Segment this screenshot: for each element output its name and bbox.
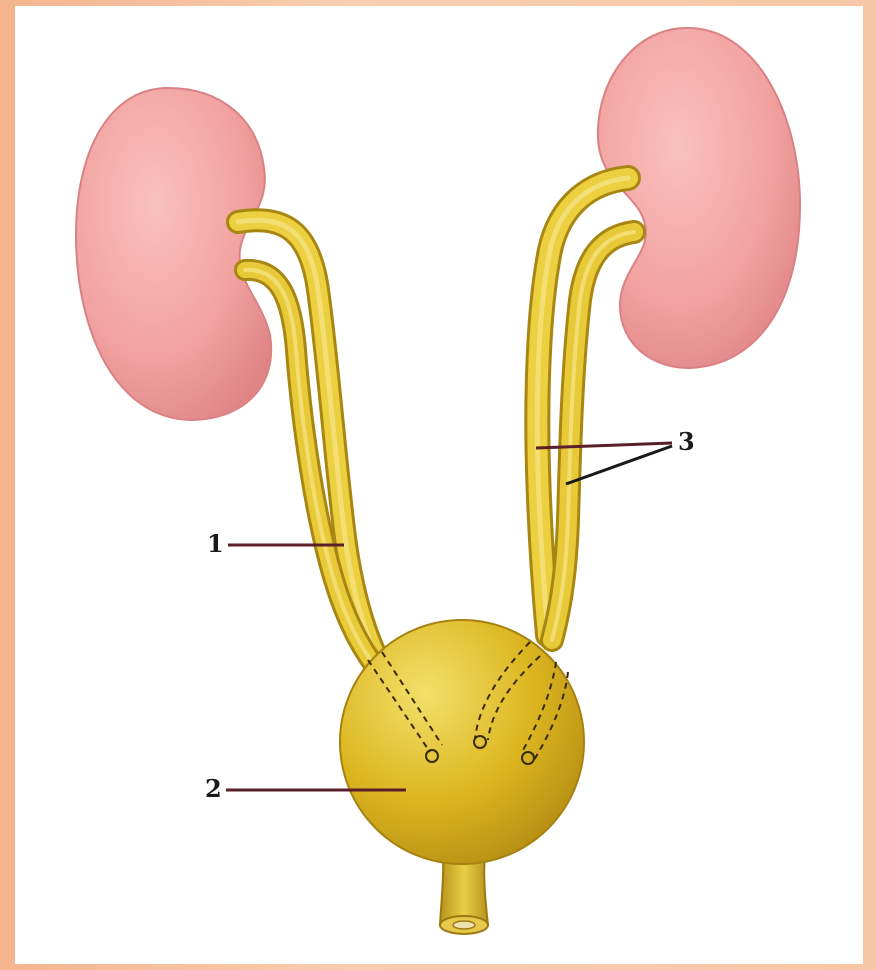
right-kidney [598,28,800,368]
label-2: 2 [205,774,222,803]
leader-line-3a [536,443,672,448]
right-ureters [537,178,634,640]
left-ureters [238,220,378,662]
label-3: 3 [678,427,695,456]
label-1: 1 [207,529,224,558]
left-kidney [76,88,271,420]
urinary-bladder [340,620,584,864]
